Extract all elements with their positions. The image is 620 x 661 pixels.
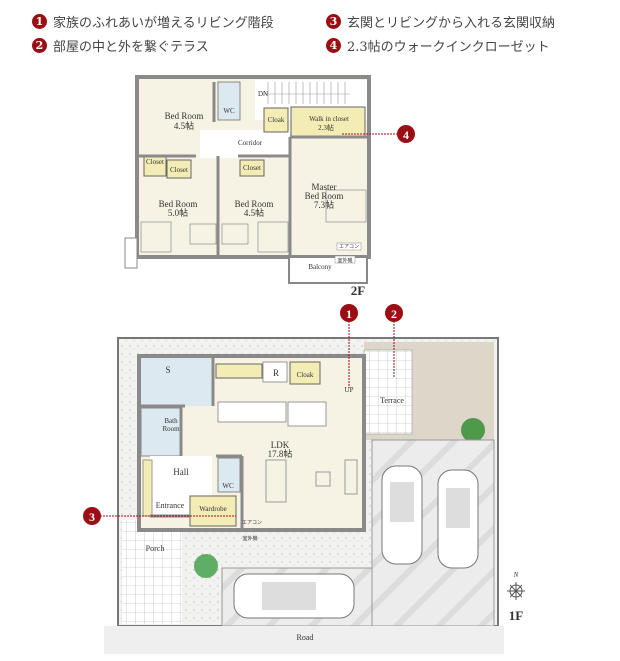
legend-item-4: 4 2.3帖のウォークインクローゼット bbox=[326, 36, 550, 55]
legend-text-3: 玄関とリビングから入れる玄関収納 bbox=[347, 16, 556, 31]
bath-label-1: Bath bbox=[164, 417, 178, 425]
marker-3-circle bbox=[83, 507, 101, 525]
compass-rose-icon bbox=[507, 582, 525, 600]
storage-s-label: S bbox=[165, 365, 170, 375]
wc-2f-label: WC bbox=[223, 107, 235, 115]
bed1-size: 4.5帖 bbox=[174, 120, 194, 131]
terrace-label: Terrace bbox=[380, 396, 404, 405]
legend-text-2: 部屋の中と外を繋ぐテラス bbox=[53, 40, 209, 55]
marker-badge-3: 3 bbox=[326, 14, 341, 29]
wic-size: 2.3帖 bbox=[318, 123, 334, 132]
hall-label: Hall bbox=[173, 467, 189, 477]
bed3-size: 4.5帖 bbox=[244, 207, 264, 218]
marker-4-circle bbox=[397, 125, 415, 143]
bed2-size: 5.0帖 bbox=[168, 207, 188, 218]
marker-1-circle bbox=[340, 304, 358, 322]
feature-legend: 1 家族のふれあいが増えるリビング階段 2 部屋の中と外を繋ぐテラス 3 玄関と… bbox=[0, 0, 620, 64]
closet-label-1: Closet bbox=[146, 158, 164, 166]
marker-badge-2: 2 bbox=[32, 38, 47, 53]
north-label: N bbox=[513, 571, 519, 579]
legend-item-1: 1 家族のふれあいが増えるリビング階段 bbox=[32, 12, 274, 31]
closet-label-2: Closet bbox=[170, 166, 188, 174]
dn-label: DN bbox=[258, 90, 268, 98]
wc-1f-label: WC bbox=[222, 482, 234, 490]
road-label: Road bbox=[297, 633, 314, 642]
corridor-label: Corridor bbox=[238, 139, 263, 147]
legend-item-3: 3 玄関とリビングから入れる玄関収納 bbox=[326, 12, 555, 31]
ldk-name: LDK bbox=[271, 440, 290, 450]
cloak-1f-label: Cloak bbox=[297, 371, 314, 379]
outdoor-unit-2f-label: 室外機 bbox=[337, 257, 352, 264]
bed3-name: Bed Room bbox=[235, 199, 274, 209]
ldk-size: 17.8帖 bbox=[268, 448, 293, 459]
floor-2f-plan: Bed Room 4.5帖 WC DN Cloak Walk in closet… bbox=[124, 75, 415, 298]
marker-4-label: 4 bbox=[403, 128, 409, 142]
outdoor-unit-1f-label: 室外機 bbox=[242, 535, 257, 542]
bath-label-2: Room bbox=[162, 425, 180, 433]
marker-badge-1: 1 bbox=[32, 14, 47, 29]
bed2-name: Bed Room bbox=[159, 199, 198, 209]
cloak-2f-label: Cloak bbox=[268, 116, 285, 124]
master-size: 7.3帖 bbox=[314, 199, 334, 210]
legend-text-4: 2.3帖のウォークインクローゼット bbox=[347, 40, 550, 55]
balcony-label: Balcony bbox=[308, 263, 332, 271]
refrigerator-r-label: R bbox=[273, 368, 279, 378]
floor-1f-plan: S R Cloak UP Bath Room LDK 17.8帖 Hall WC… bbox=[83, 304, 525, 654]
legend-text-1: 家族のふれあいが増えるリビング階段 bbox=[53, 16, 274, 31]
floor-1f-label: 1F bbox=[509, 608, 524, 623]
bed1-name: Bed Room bbox=[165, 111, 204, 121]
aircon-1f-label: エアコン bbox=[242, 520, 262, 526]
master-name-2: Bed Room bbox=[305, 191, 344, 201]
wardrobe-label: Wardrobe bbox=[199, 505, 226, 513]
marker-badge-4: 4 bbox=[326, 38, 341, 53]
marker-1-label: 1 bbox=[346, 307, 352, 321]
porch-label: Porch bbox=[146, 544, 165, 553]
marker-2-circle bbox=[385, 304, 403, 322]
aircon-2f-label: エアコン bbox=[339, 244, 359, 250]
closet-label-3: Closet bbox=[243, 164, 261, 172]
wic-name: Walk in closet bbox=[309, 115, 349, 123]
master-name-1: Master bbox=[312, 182, 337, 192]
marker-3-label: 3 bbox=[89, 510, 95, 524]
marker-2-label: 2 bbox=[391, 307, 397, 321]
entrance-label: Entrance bbox=[156, 501, 185, 510]
up-label: UP bbox=[345, 386, 354, 394]
legend-item-2: 2 部屋の中と外を繋ぐテラス bbox=[32, 36, 209, 55]
floor-2f-label: 2F bbox=[351, 283, 366, 298]
